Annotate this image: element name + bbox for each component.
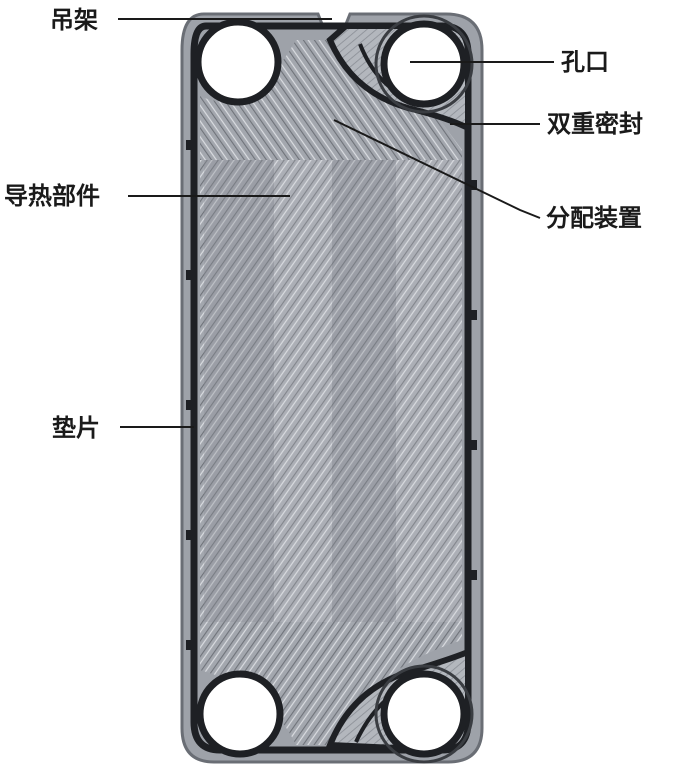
port-bottom-left [196, 670, 284, 758]
leader-distribution [333, 119, 541, 219]
heat-transfer-area [200, 160, 462, 622]
label-double-seal: 双重密封 [547, 110, 643, 138]
port-bottom-right [380, 670, 468, 758]
gasket-clips [186, 140, 477, 650]
leader-lines [118, 18, 554, 428]
port-top-right [380, 20, 468, 108]
label-port: 孔口 [561, 48, 609, 76]
port-top-left [194, 18, 282, 106]
top-distribution-area [200, 40, 462, 160]
label-gasket: 垫片 [52, 414, 100, 442]
label-heat-transfer: 导热部件 [4, 182, 100, 210]
label-hanger: 吊架 [50, 6, 98, 34]
bottom-distribution-area [200, 622, 462, 745]
label-distribution: 分配装置 [546, 204, 642, 232]
